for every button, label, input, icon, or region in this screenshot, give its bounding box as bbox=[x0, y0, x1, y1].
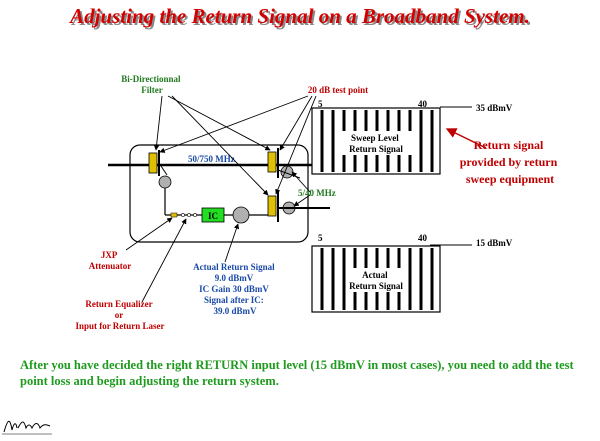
spectrum-bottom-end: 40 bbox=[418, 233, 428, 243]
return-band-label: 5/40 MHz bbox=[298, 188, 336, 198]
spectrum-bottom-start: 5 bbox=[318, 233, 323, 243]
spectrum-top-caption: Sweep Level Return Signal bbox=[349, 133, 403, 154]
page-title: Adjusting the Return Signal on a Broadba… bbox=[70, 4, 530, 28]
spectrum-top-level: 35 dBmV bbox=[476, 103, 513, 113]
right-diplex-filter-lower bbox=[267, 192, 330, 222]
pointer-lines bbox=[125, 95, 317, 303]
spectrum-top-end: 40 bbox=[418, 99, 428, 109]
bidirectional-filter-label: Bi-Directionnal Filter bbox=[121, 74, 183, 95]
spectrum-bottom-level: 15 dBmV bbox=[476, 238, 513, 248]
jxp-attenuator-label: JXP Attenuator bbox=[89, 250, 132, 271]
spectrum-top-start: 5 bbox=[318, 99, 323, 109]
actual-return-signal-label: Actual Return Signal 9.0 dBmV IC Gain 30… bbox=[193, 262, 277, 316]
forward-band-label: 50/750 MHz bbox=[188, 154, 235, 164]
return-equalizer-label: Return Equalizer or Input for Return Las… bbox=[75, 299, 164, 331]
return-path: IC bbox=[165, 206, 268, 224]
return-note-arrow bbox=[445, 128, 487, 149]
left-diplex-filter bbox=[148, 150, 172, 215]
test-point-label: 20 dB test point bbox=[308, 85, 368, 95]
ic-label: IC bbox=[208, 211, 218, 221]
return-signal-note: Return signal provided by return sweep e… bbox=[460, 138, 561, 186]
author-signature bbox=[2, 420, 52, 435]
spectrum-bottom-caption: Actual Return Signal bbox=[349, 270, 403, 291]
explanation-text: After you have decided the right RETURN … bbox=[20, 358, 574, 388]
spectrum-bottom: 5 40 15 dBmV Actual Return Signal bbox=[311, 233, 513, 313]
spectrum-top: 5 40 35 dBmV Sweep Level Return Signal bbox=[311, 99, 513, 175]
